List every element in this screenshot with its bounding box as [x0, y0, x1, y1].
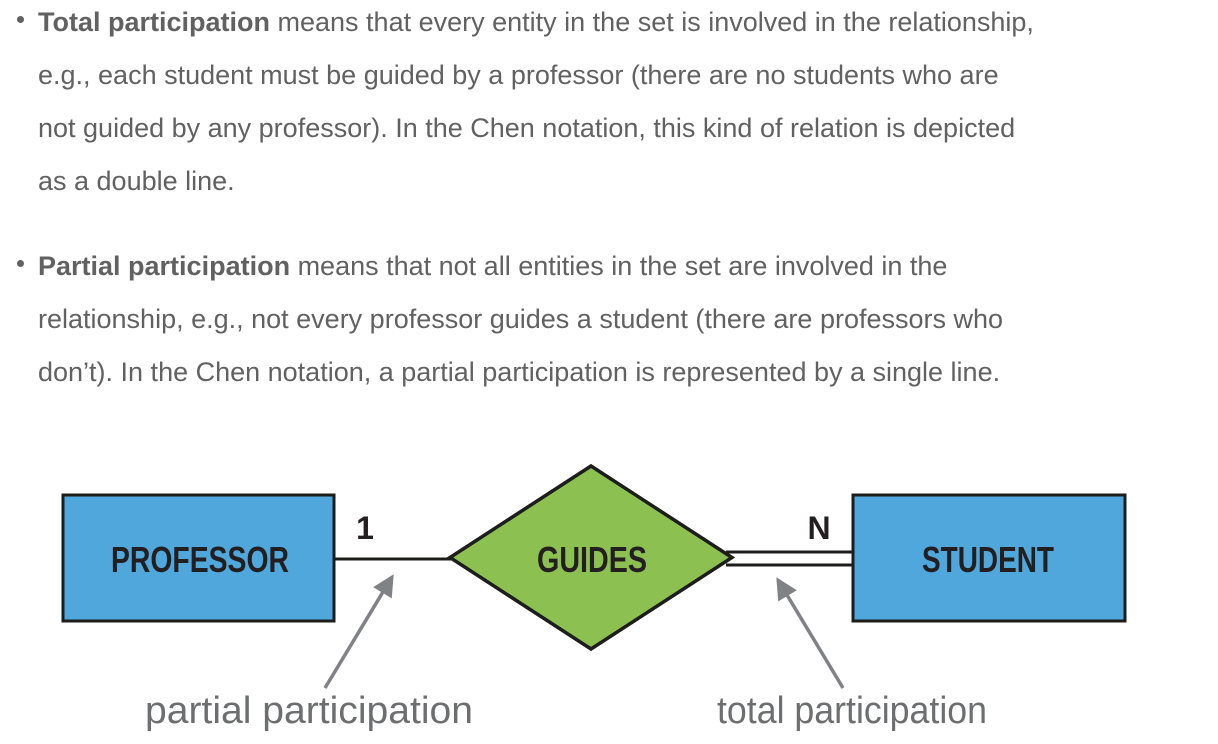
partial-participation-term: Partial participation	[38, 251, 291, 281]
total-participation-arrow	[776, 577, 845, 689]
partial-participation-description: means that not all entities in the set a…	[38, 251, 1004, 387]
professor-entity-box	[61, 493, 336, 623]
student-entity-label: STUDENT	[922, 539, 1054, 580]
total-participation-annotation: total participation	[717, 690, 987, 732]
guides-relationship-diamond	[446, 463, 736, 652]
er-diagram-svg: PROFESSOR GUIDES STUDENT 1 N partial par…	[61, 463, 1127, 732]
total-participation-term: Total participation	[38, 7, 271, 37]
total-participation-description: means that every entity in the set is in…	[38, 7, 1034, 196]
bullet-total-participation: Total participation means that every ent…	[17, 0, 1214, 208]
explanation-text: Total participation means that every ent…	[17, 0, 1214, 399]
student-entity-box	[851, 493, 1127, 623]
er-diagram-figure: PROFESSOR GUIDES STUDENT 1 N partial par…	[0, 441, 1218, 740]
guides-relationship-label: GUIDES	[537, 539, 647, 580]
partial-participation-annotation: partial participation	[145, 690, 473, 732]
bullet-partial-participation: Partial participation means that not all…	[17, 240, 1214, 399]
partial-participation-arrow	[323, 574, 394, 689]
cardinality-one-label: 1	[356, 510, 374, 546]
participation-bullet-list: Total participation means that every ent…	[17, 0, 1214, 399]
professor-entity-label: PROFESSOR	[111, 539, 289, 580]
cardinality-n-label: N	[807, 510, 830, 546]
